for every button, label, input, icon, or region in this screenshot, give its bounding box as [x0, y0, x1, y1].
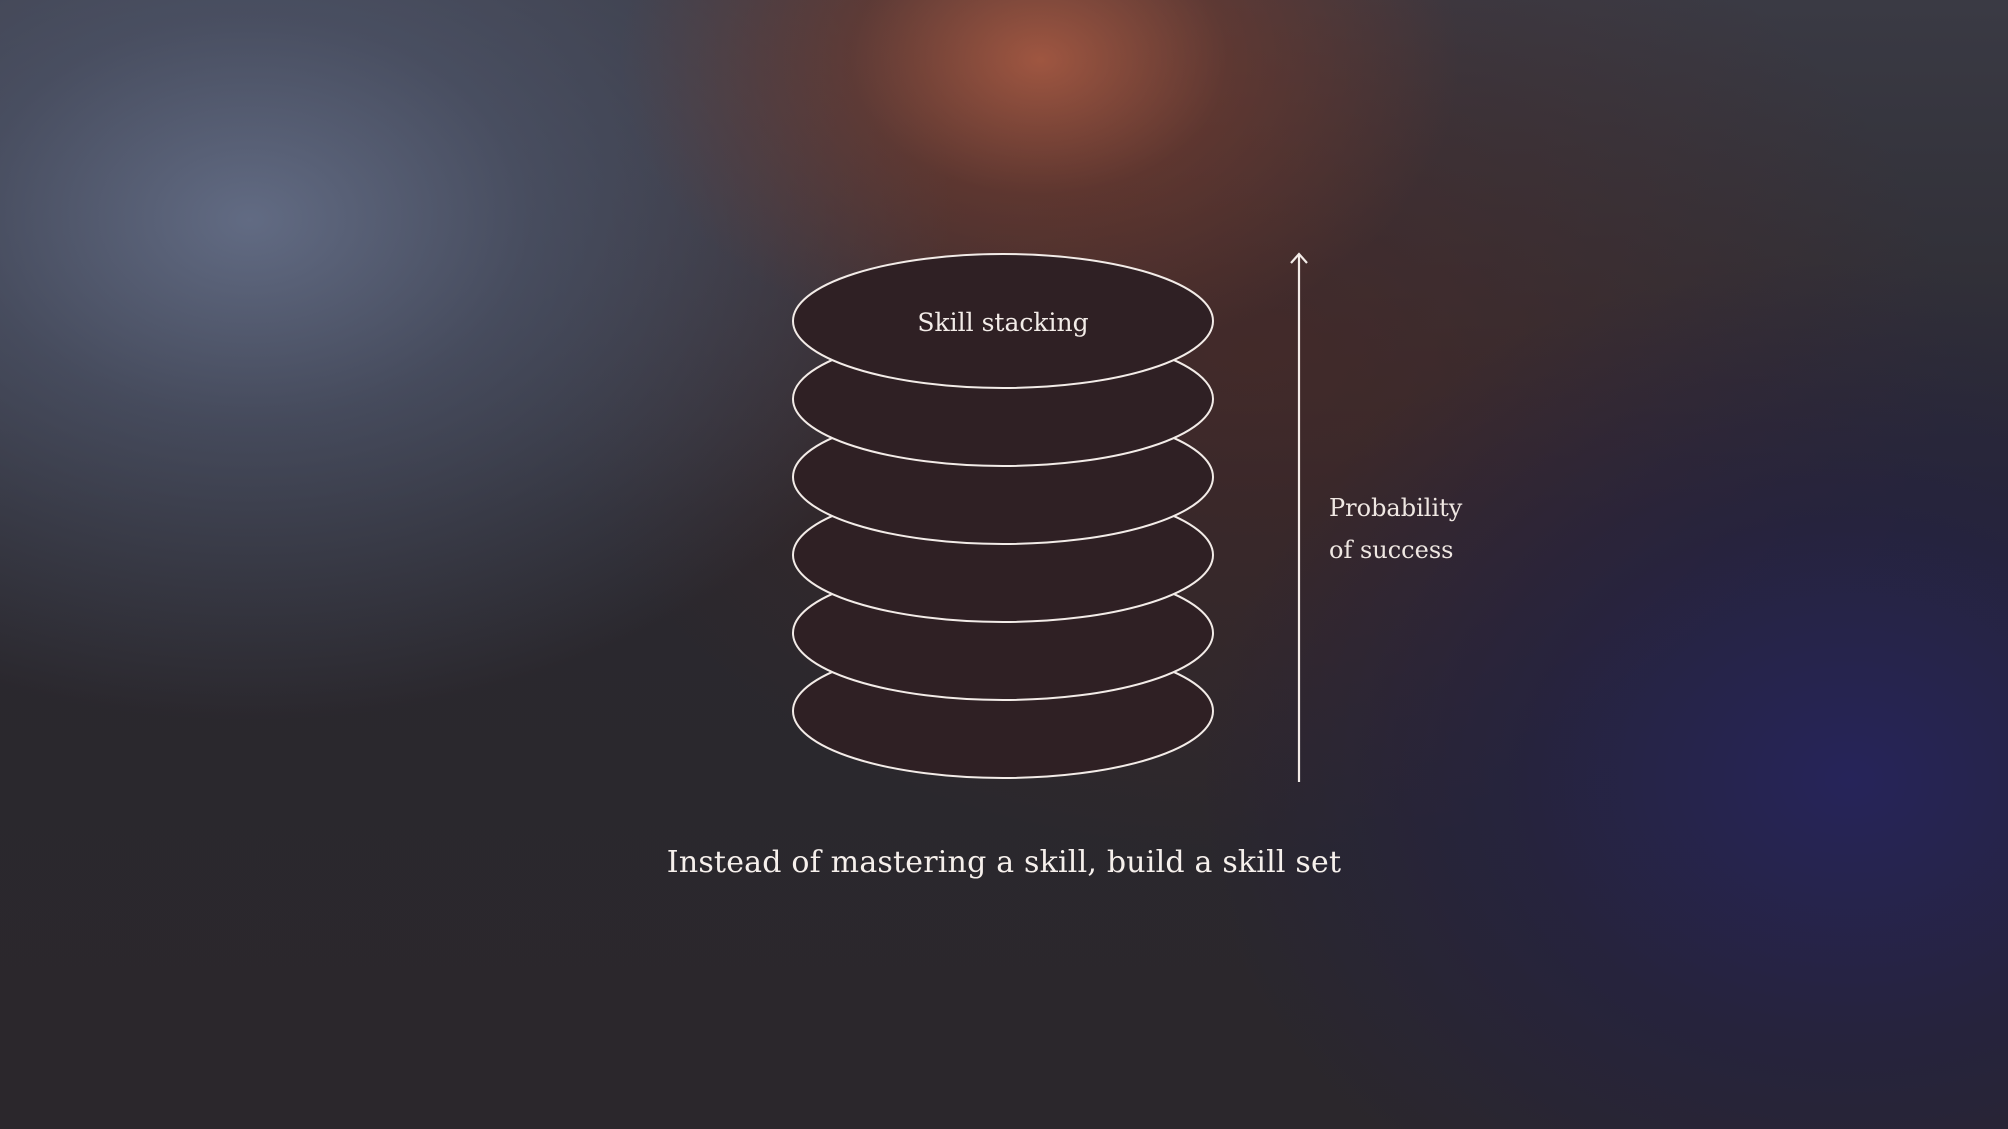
disk-stack: [792, 253, 1214, 779]
axis-label-line1: Probability: [1329, 494, 1463, 522]
arrow-head-icon: [1290, 252, 1308, 264]
probability-arrow: [1290, 252, 1308, 782]
caption: Instead of mastering a skill, build a sk…: [666, 845, 1342, 880]
skill-layer-top: [792, 253, 1214, 389]
top-layer-label: Skill stacking: [917, 308, 1088, 337]
axis-label-line2: of success: [1329, 536, 1453, 564]
